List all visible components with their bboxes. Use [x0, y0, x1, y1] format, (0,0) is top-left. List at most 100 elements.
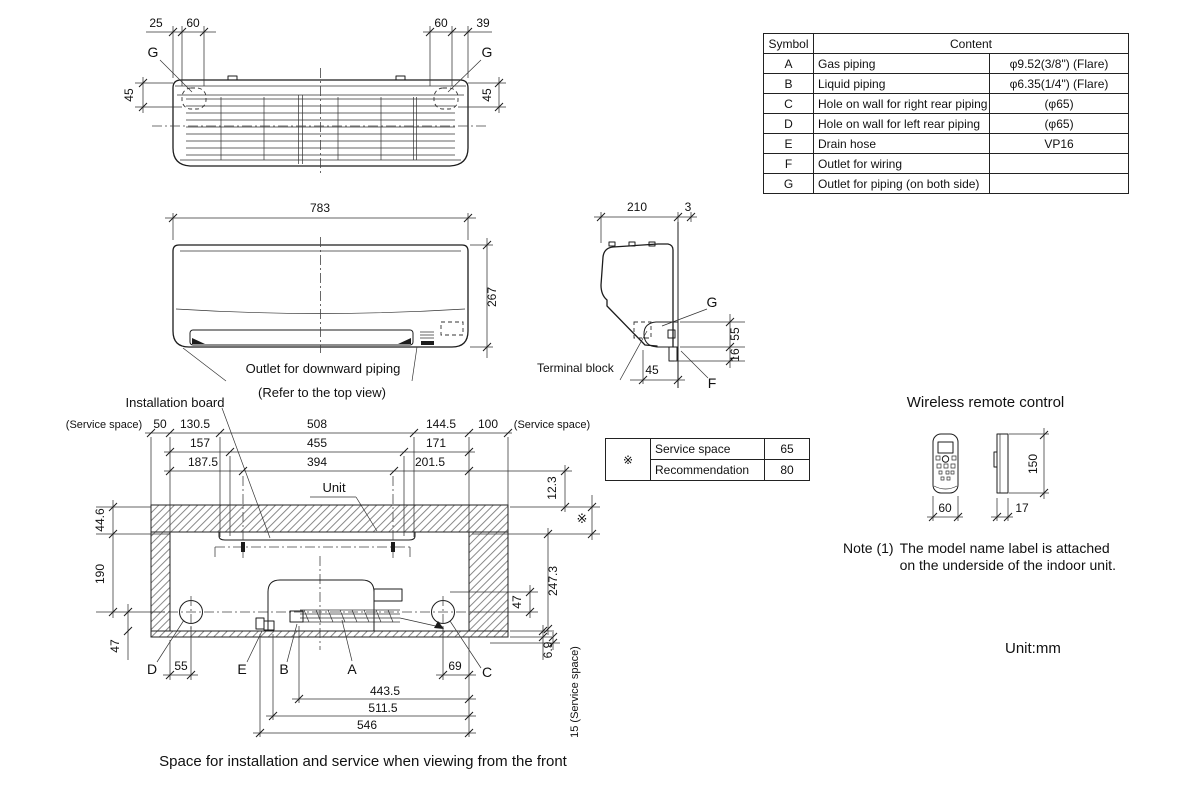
symbol-cell: F: [763, 153, 814, 174]
hole-centerlines: [150, 556, 480, 650]
front-view: 783 267 Outlet for downward piping (Refe…: [165, 201, 499, 400]
side-piping-outlet-bump: [643, 321, 678, 348]
dim-3: 3: [685, 200, 692, 214]
gas-valve: [373, 588, 403, 602]
remote-dim-lines: [927, 428, 1049, 521]
remote-buttons: [935, 455, 957, 481]
board-centerlines: [214, 476, 411, 560]
unit-mm-label: Unit:mm: [1005, 640, 1061, 657]
dim-47-right: 47: [510, 595, 524, 609]
dim-45-left: 45: [122, 88, 136, 102]
side-body-outline: [600, 243, 674, 348]
dim-267: 267: [485, 287, 499, 307]
symbol-cell: G: [763, 173, 814, 194]
remote-ticks: [928, 430, 1049, 522]
content-cell: Hole on wall for left rear piping: [813, 113, 990, 134]
terminal-block-label: Terminal block: [537, 361, 615, 375]
front-outlet-caption-1: Outlet for downward piping: [246, 361, 401, 376]
dim-12-3: 12.3: [545, 476, 559, 500]
value-cell: (φ65): [989, 93, 1129, 114]
front-slot-wedges: [192, 338, 411, 344]
dim-6-9: 6.9: [541, 641, 555, 658]
dim-55-hole: 55: [174, 659, 188, 673]
label-f-side: F: [708, 375, 717, 391]
dim-511-5: 511.5: [368, 701, 397, 715]
dim-16-side: 16: [728, 348, 742, 362]
remote-display: [937, 441, 954, 454]
dim-130-5: 130.5: [180, 417, 210, 431]
table-row: E Drain hose VP16: [763, 133, 1129, 154]
dim-44-6: 44.6: [93, 508, 107, 532]
dim-247-3: 247.3: [546, 566, 560, 596]
drain-fitting-1: [255, 617, 265, 630]
pipe-direction-line: [399, 617, 441, 628]
table-row: B Liquid piping φ6.35(1/4") (Flare): [763, 73, 1129, 94]
value-cell: φ9.52(3/8") (Flare): [989, 53, 1129, 74]
dim-157: 157: [190, 436, 210, 450]
service-space-right: (Service space): [514, 419, 590, 431]
symbol-cell: A: [763, 53, 814, 74]
side-wiring-outlet: [668, 346, 678, 362]
dim-171: 171: [426, 436, 446, 450]
unit-label: Unit: [322, 480, 346, 495]
side-pipe-hole: [667, 329, 676, 339]
content-cell: Outlet for wiring: [813, 153, 990, 174]
label-e: E: [237, 661, 246, 677]
symbol-cell: E: [763, 133, 814, 154]
value-cell: φ6.35(1/4") (Flare): [989, 73, 1129, 94]
top-view-ticks: [138, 27, 504, 112]
value-cell: [989, 153, 1129, 174]
top-view-tab-right: [395, 75, 406, 81]
dim-210: 210: [627, 200, 647, 214]
front-ticks: [168, 213, 492, 352]
table-row: A Gas piping φ9.52(3/8") (Flare): [763, 53, 1129, 74]
side-top-tab-3: [648, 241, 656, 247]
dim-443-5: 443.5: [370, 684, 400, 698]
front-display-bar: [421, 341, 434, 345]
content-cell: Hole on wall for right rear piping: [813, 93, 990, 114]
service-label-cell: Service space: [650, 438, 765, 460]
note-line-2: on the underside of the indoor unit.: [899, 557, 1116, 573]
front-receiver-dashed: [440, 321, 464, 336]
side-leaders: [619, 308, 709, 381]
content-header: Content: [813, 33, 1129, 54]
front-body-outline: [172, 244, 469, 348]
dim-394: 394: [307, 455, 327, 469]
wall-bottom-strip: [150, 630, 509, 638]
dim-190: 190: [93, 564, 107, 584]
dim-783: 783: [310, 201, 330, 215]
dim-187-5: 187.5: [188, 455, 218, 469]
piping-outlet-right-dashed: [433, 87, 459, 110]
front-outlet-slot: [189, 329, 414, 346]
pipe-bundle: [300, 609, 400, 623]
remote-side-clip: [993, 451, 998, 468]
front-dim-lines: [165, 213, 493, 358]
liquid-valve: [289, 610, 304, 623]
label-d: D: [147, 661, 157, 677]
board-screw-left: [241, 542, 245, 552]
wall-right-column: [468, 531, 509, 632]
symbol-cell: B: [763, 73, 814, 94]
service-space-left: (Service space): [66, 419, 142, 431]
side-top-tab-1: [608, 241, 616, 247]
label-g-right: G: [482, 44, 493, 60]
content-cell: Liquid piping: [813, 73, 990, 94]
dim-55-side: 55: [728, 327, 742, 341]
dim-100: 100: [478, 417, 498, 431]
front-display-lines: [420, 331, 434, 339]
top-view-body-outline: [172, 79, 469, 167]
installation-board-label: Installation board: [125, 395, 224, 410]
content-cell: Drain hose: [813, 133, 990, 154]
dim-508: 508: [307, 417, 327, 431]
service-space-table: ※ Service space 65 Recommendation 80: [605, 438, 810, 481]
dim-144-5: 144.5: [426, 417, 456, 431]
dim-25: 25: [149, 16, 163, 30]
top-view: 25 60 60 39 G G 45 45: [122, 16, 506, 176]
piping-outlet-left-dashed: [181, 87, 207, 110]
remote-title: Wireless remote control: [906, 394, 1065, 411]
pipe-direction-arrow: [434, 621, 444, 629]
front-outlet-caption-2: (Refer to the top view): [258, 385, 386, 400]
dim-69: 69: [448, 659, 462, 673]
